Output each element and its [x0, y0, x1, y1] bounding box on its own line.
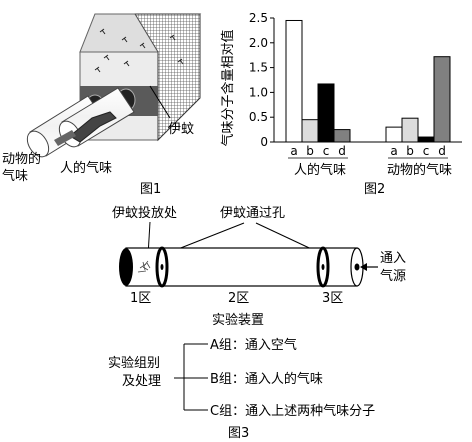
bar-c-group-1 — [317, 83, 335, 143]
group-label-animal: 动物的气味 — [387, 162, 452, 178]
mosquito-icons — [94, 28, 184, 73]
zone-1-label: 1区 — [130, 291, 151, 306]
y-tick-label: 2.5 — [249, 11, 268, 25]
label-holes: 伊蚊通过孔 — [220, 206, 285, 221]
group-title-1: 实验组别 — [108, 355, 160, 371]
bar-d-group-1 — [333, 129, 351, 143]
animal-paw — [54, 130, 76, 146]
zone-2-label: 2区 — [228, 291, 249, 306]
bar-letter: b — [306, 144, 314, 158]
device-label: 实验装置 — [212, 312, 264, 328]
label-animal-smell: 动物的 — [2, 151, 41, 167]
partition-left-hole — [160, 264, 164, 270]
inlet-hole — [354, 263, 360, 271]
figure1-cage-diagram: 动物的 气味 人的气味 伊蚊 图1 — [2, 13, 202, 197]
label-human-smell: 人的气味 — [60, 160, 112, 176]
y-tick-label: 1.5 — [249, 61, 268, 75]
y-axis-label: 气味分子含量相对值 — [220, 29, 236, 146]
mosquito-pointer — [149, 85, 171, 119]
inlet-arrow-head — [360, 263, 367, 271]
group-b: B组：通入人的气味 — [210, 371, 323, 387]
mosquito-cluster-icon — [137, 260, 151, 273]
bar-letter: a — [390, 144, 397, 158]
y-tick-label: 1.0 — [249, 85, 268, 99]
figure1-caption: 图1 — [140, 182, 161, 197]
human-hand — [69, 111, 117, 143]
group-label-human: 人的气味 — [294, 162, 346, 178]
zone-3-label: 3区 — [322, 291, 343, 306]
label-animal-smell-2: 气味 — [2, 168, 28, 184]
label-inlet-2: 气源 — [380, 268, 406, 284]
bar-letter: d — [438, 144, 446, 158]
figure2-caption: 图2 — [364, 182, 385, 197]
y-tick-label: 2.0 — [249, 36, 268, 50]
label-mosquito: 伊蚊 — [168, 122, 194, 137]
bar-letter: a — [290, 144, 297, 158]
bar-letter: d — [338, 144, 346, 158]
cage-left-face — [79, 13, 159, 53]
bars — [285, 19, 451, 143]
y-ticks: 0 0.5 1.0 1.5 2.0 2.5 — [249, 11, 274, 149]
bar-b-group-2 — [401, 117, 419, 143]
bar-letter: c — [323, 144, 330, 158]
group-title-2: 及处理 — [122, 374, 161, 389]
figure3-device: 伊蚊投放处 伊蚊通过孔 通入 气源 1区 2区 3区 实验装置 实验组别 及处理 — [108, 205, 406, 441]
group-a: A组：通入空气 — [210, 337, 297, 353]
y-tick-label: 0.5 — [249, 110, 268, 124]
partition-right-hole — [321, 264, 325, 270]
bar-a-group-1 — [285, 19, 303, 143]
label-inlet-1: 通入 — [380, 251, 406, 266]
bar-letter: b — [406, 144, 414, 158]
label-release-site: 伊蚊投放处 — [112, 205, 177, 221]
y-tick-label: 0 — [260, 135, 268, 149]
bar-b-group-1 — [301, 119, 319, 143]
tube-left-end — [119, 248, 133, 286]
figure3-caption: 图3 — [228, 426, 249, 441]
bar-letter: c — [423, 144, 430, 158]
bar-c-group-2 — [417, 136, 435, 143]
bar-d-group-2 — [433, 56, 451, 143]
group-c: C组：通入上述两种气味分子 — [210, 403, 375, 419]
bar-a-group-2 — [385, 126, 403, 143]
